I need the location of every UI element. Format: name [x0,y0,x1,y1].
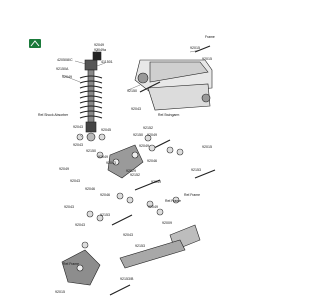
manufacturer-logo [29,39,41,48]
svg-text:92150A: 92150A [56,67,69,71]
svg-text:Ref.Frame: Ref.Frame [184,193,200,197]
svg-text:Ref.Frame: Ref.Frame [63,262,79,266]
svg-text:92153/B: 92153/B [120,277,134,281]
svg-text:92049: 92049 [139,144,149,148]
svg-text:92049: 92049 [94,43,104,47]
svg-text:92043: 92043 [64,205,74,209]
svg-text:92049: 92049 [59,167,69,171]
svg-text:92049: 92049 [62,75,72,79]
svg-text:92043: 92043 [106,161,116,165]
svg-text:92043: 92043 [73,143,83,147]
svg-text:92150: 92150 [86,149,96,153]
bolts [109,45,216,296]
rear-suspension-exploded-diagram: 92049 92049a 420508/C 92150A 92049 41150… [29,35,216,296]
svg-text:92029: 92029 [126,169,136,173]
svg-text:92049: 92049 [98,155,108,159]
rocker-arm [107,144,144,179]
washers-and-collars [76,133,184,249]
svg-text:92153: 92153 [191,168,201,172]
svg-text:92046: 92046 [100,193,110,197]
svg-text:92043: 92043 [73,125,83,129]
svg-text:92015: 92015 [202,57,212,61]
svg-text:92150: 92150 [133,133,143,137]
svg-text:92043: 92043 [123,233,133,237]
svg-text:92009: 92009 [162,221,172,225]
svg-text:Ref.Swingarm: Ref.Swingarm [158,113,179,117]
svg-text:92045: 92045 [101,128,111,132]
shock-absorber [79,51,103,142]
svg-text:92049: 92049 [147,133,157,137]
svg-text:411501: 411501 [101,60,113,64]
svg-text:92043: 92043 [131,107,141,111]
svg-text:92153: 92153 [135,244,145,248]
swingarm [134,59,213,111]
svg-text:92049: 92049 [151,180,161,184]
svg-text:92015: 92015 [55,290,65,294]
svg-text:92043: 92043 [75,223,85,227]
svg-text:92153: 92153 [100,213,110,217]
frame-bracket [61,249,101,286]
svg-text:92150: 92150 [127,89,137,93]
svg-text:Ref.Shock Absorber: Ref.Shock Absorber [38,113,69,117]
svg-text:92046: 92046 [85,187,95,191]
svg-text:92015: 92015 [190,46,200,50]
svg-text:92152: 92152 [130,173,140,177]
svg-text:92152: 92152 [143,126,153,130]
svg-text:Frame: Frame [205,35,215,39]
svg-text:420508/C: 420508/C [57,58,73,62]
svg-text:Ref.Frame: Ref.Frame [165,199,181,203]
svg-text:92046: 92046 [147,159,157,163]
svg-text:92049: 92049 [148,205,158,209]
svg-text:92049a: 92049a [94,48,106,52]
svg-text:92015: 92015 [202,145,212,149]
tie-rod [119,224,201,269]
part-labels: 92049 92049a 420508/C 92150A 92049 41150… [38,35,215,294]
svg-text:92043: 92043 [70,179,80,183]
